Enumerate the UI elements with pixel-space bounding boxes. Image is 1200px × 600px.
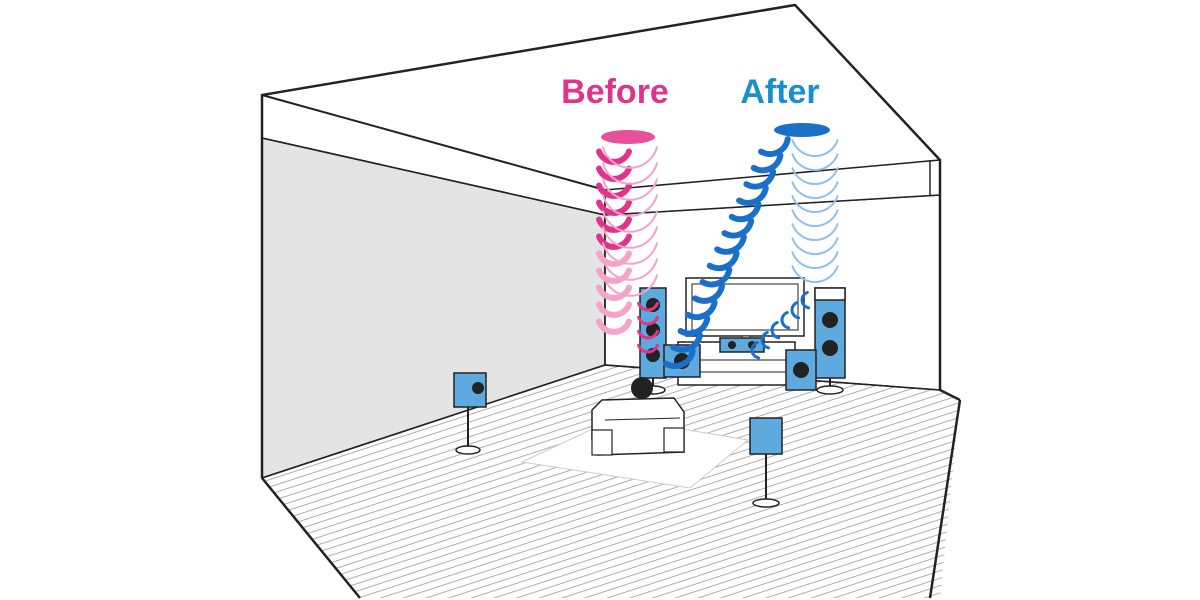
after-wave-arc — [758, 136, 791, 157]
after-near-arc — [750, 341, 761, 360]
tv-icon — [685, 277, 805, 343]
before-reflection-arc — [602, 162, 658, 185]
before-wave-arc — [596, 216, 632, 233]
virtual-sound-source-icon — [601, 130, 655, 144]
after-reflection-arc — [791, 237, 839, 256]
before-wave-arc — [596, 250, 632, 267]
before-reflection-arc — [602, 274, 658, 297]
after-reflection-arc — [791, 209, 839, 228]
before-reflection-arc — [602, 242, 658, 265]
before-reflection-arc — [602, 258, 658, 281]
after-reflection-arc — [791, 223, 839, 242]
after-reflection-arc — [791, 195, 839, 214]
before-reflection-arc — [602, 146, 658, 169]
after-wave-arc — [699, 266, 733, 288]
speaker-icon — [749, 417, 783, 508]
before-reflection-arc — [602, 194, 658, 217]
after-wave-arc — [684, 299, 718, 321]
before-wave-arc — [596, 318, 632, 335]
after-wave-arc — [670, 331, 703, 353]
after-reflection-arc — [791, 265, 839, 284]
speaker-icon — [639, 287, 667, 395]
after-near-arc — [780, 311, 791, 330]
after-wave-arc — [750, 152, 784, 174]
after-wave-arc — [663, 348, 696, 369]
after-wave-arc — [728, 201, 762, 223]
before-wave-arc — [596, 267, 632, 284]
before-wave-arc — [596, 284, 632, 301]
after-reflection-arc — [791, 251, 839, 270]
after-wave-arc — [721, 217, 755, 239]
after-wave-arc — [706, 250, 740, 272]
sofa-icon — [591, 377, 685, 456]
speaker-icon — [814, 287, 846, 395]
speaker-icon — [453, 372, 487, 455]
before-reflection-arc — [602, 210, 658, 233]
before-label: Before — [561, 73, 669, 111]
after-label: After — [740, 73, 819, 111]
virtual-sound-source-icon — [774, 123, 830, 137]
after-wave-arc — [743, 168, 777, 190]
after-near-arc — [800, 291, 811, 310]
before-near-arc — [637, 301, 659, 312]
before-sound-waves — [596, 146, 659, 354]
listener-head — [631, 377, 653, 399]
after-reflection-arc — [791, 153, 839, 172]
after-near-arc — [790, 301, 801, 320]
before-reflection-arc — [602, 178, 658, 201]
before-wave-arc — [596, 301, 632, 318]
before-near-arc — [637, 315, 659, 326]
before-wave-arc — [596, 165, 632, 182]
room — [260, 3, 962, 599]
after-sound-waves — [663, 136, 839, 369]
before-near-arc — [637, 329, 659, 340]
before-wave-arc — [596, 199, 632, 216]
before-wave-arc — [596, 148, 632, 165]
after-reflection-arc — [791, 181, 839, 200]
room-outline — [260, 3, 961, 478]
speaker-icon — [719, 337, 765, 353]
after-wave-arc — [677, 315, 711, 337]
before-wave-arc — [596, 233, 632, 250]
after-near-arc — [760, 331, 771, 350]
after-reflection-arc — [791, 167, 839, 186]
after-near-arc — [770, 321, 781, 340]
before-near-arc — [637, 343, 659, 354]
after-reflection-arc — [791, 139, 839, 158]
after-wave-arc — [692, 282, 725, 304]
after-wave-arc — [714, 234, 747, 255]
before-reflection-arc — [602, 226, 658, 249]
floor — [262, 365, 960, 598]
after-wave-arc — [736, 185, 769, 206]
subwoofer-icon — [785, 349, 817, 391]
